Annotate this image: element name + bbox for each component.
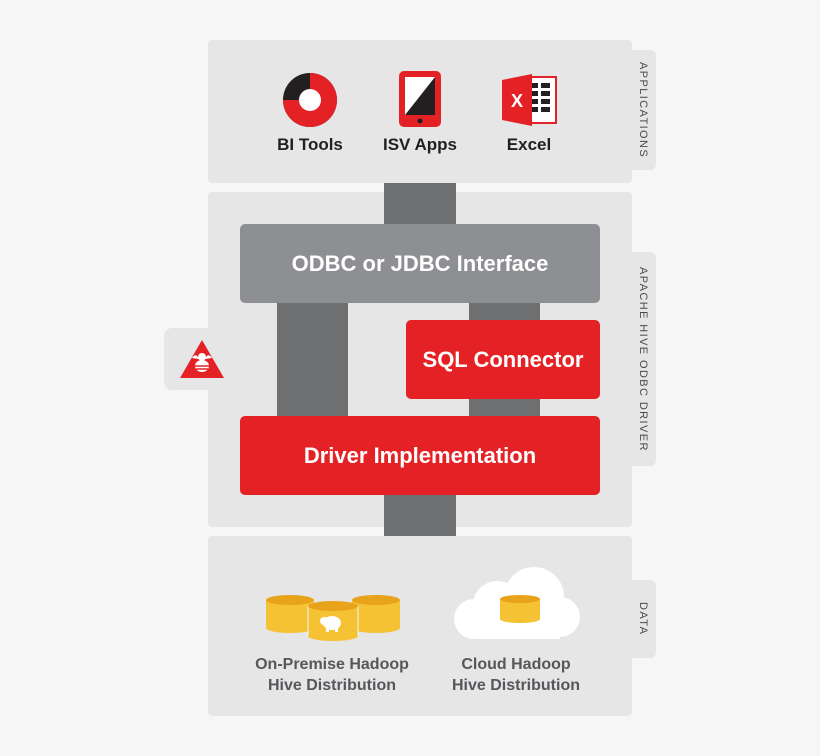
app-label-bi-tools: BI Tools bbox=[277, 135, 343, 154]
app-label-isv-apps: ISV Apps bbox=[383, 135, 457, 154]
cloud-label-line2: Hive Distribution bbox=[451, 677, 580, 694]
odbc-jdbc-interface-box: ODBC or JDBC Interface bbox=[240, 224, 600, 303]
driver-implementation-box: Driver Implementation bbox=[240, 416, 600, 495]
cloud-database-icon bbox=[454, 567, 580, 639]
on-premise-label-line1: On-Premise Hadoop bbox=[255, 656, 409, 673]
applications-side-tab bbox=[630, 50, 656, 170]
excel-icon: X bbox=[502, 74, 557, 126]
database-cylinders-icon bbox=[266, 595, 400, 641]
on-premise-label-line2: Hive Distribution bbox=[267, 677, 396, 694]
left-vertical-conduit bbox=[277, 300, 348, 420]
hive-bee-icon bbox=[180, 340, 224, 378]
sql-connector-box: SQL Connector bbox=[406, 320, 600, 399]
svg-text:X: X bbox=[511, 91, 523, 111]
driver-side-tab bbox=[630, 252, 656, 466]
cloud-label: Cloud Hadoop Hive Distribution bbox=[416, 654, 616, 696]
data-side-tab bbox=[630, 580, 656, 658]
data-conduit-overlay bbox=[384, 527, 456, 536]
cloud-label-line1: Cloud Hadoop bbox=[461, 656, 571, 673]
donut-chart-icon bbox=[283, 73, 337, 127]
app-label-excel: Excel bbox=[506, 135, 552, 154]
on-premise-label: On-Premise Hadoop Hive Distribution bbox=[232, 654, 432, 696]
right-lower-conduit bbox=[469, 395, 540, 420]
data-section-label: DATA bbox=[637, 602, 649, 636]
driver-section-label: APACHE HIVE ODBC DRIVER bbox=[637, 266, 649, 452]
tablet-icon bbox=[399, 71, 441, 127]
upper-conduit bbox=[384, 183, 456, 228]
applications-section-label: APPLICATIONS bbox=[637, 61, 649, 159]
